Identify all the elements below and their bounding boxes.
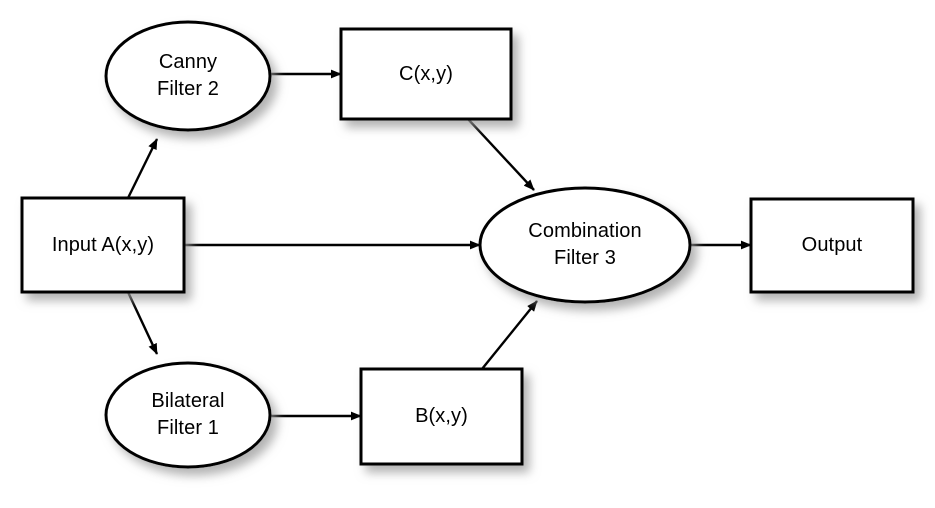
edge-input-to-canny xyxy=(126,138,159,199)
edge-bxy-to-combination xyxy=(481,300,538,370)
node-bilateral[interactable] xyxy=(104,361,272,469)
node-input[interactable] xyxy=(20,196,186,294)
edges-layer xyxy=(126,69,752,421)
node-combination[interactable] xyxy=(478,186,692,304)
node-canny[interactable] xyxy=(104,20,272,132)
node-cxy[interactable] xyxy=(339,27,513,121)
edge-cxy-to-combination xyxy=(467,118,535,191)
node-bxy[interactable] xyxy=(359,367,524,466)
nodes-layer xyxy=(20,20,915,469)
node-output[interactable] xyxy=(749,197,915,294)
edge-input-to-bilateral xyxy=(126,291,159,355)
